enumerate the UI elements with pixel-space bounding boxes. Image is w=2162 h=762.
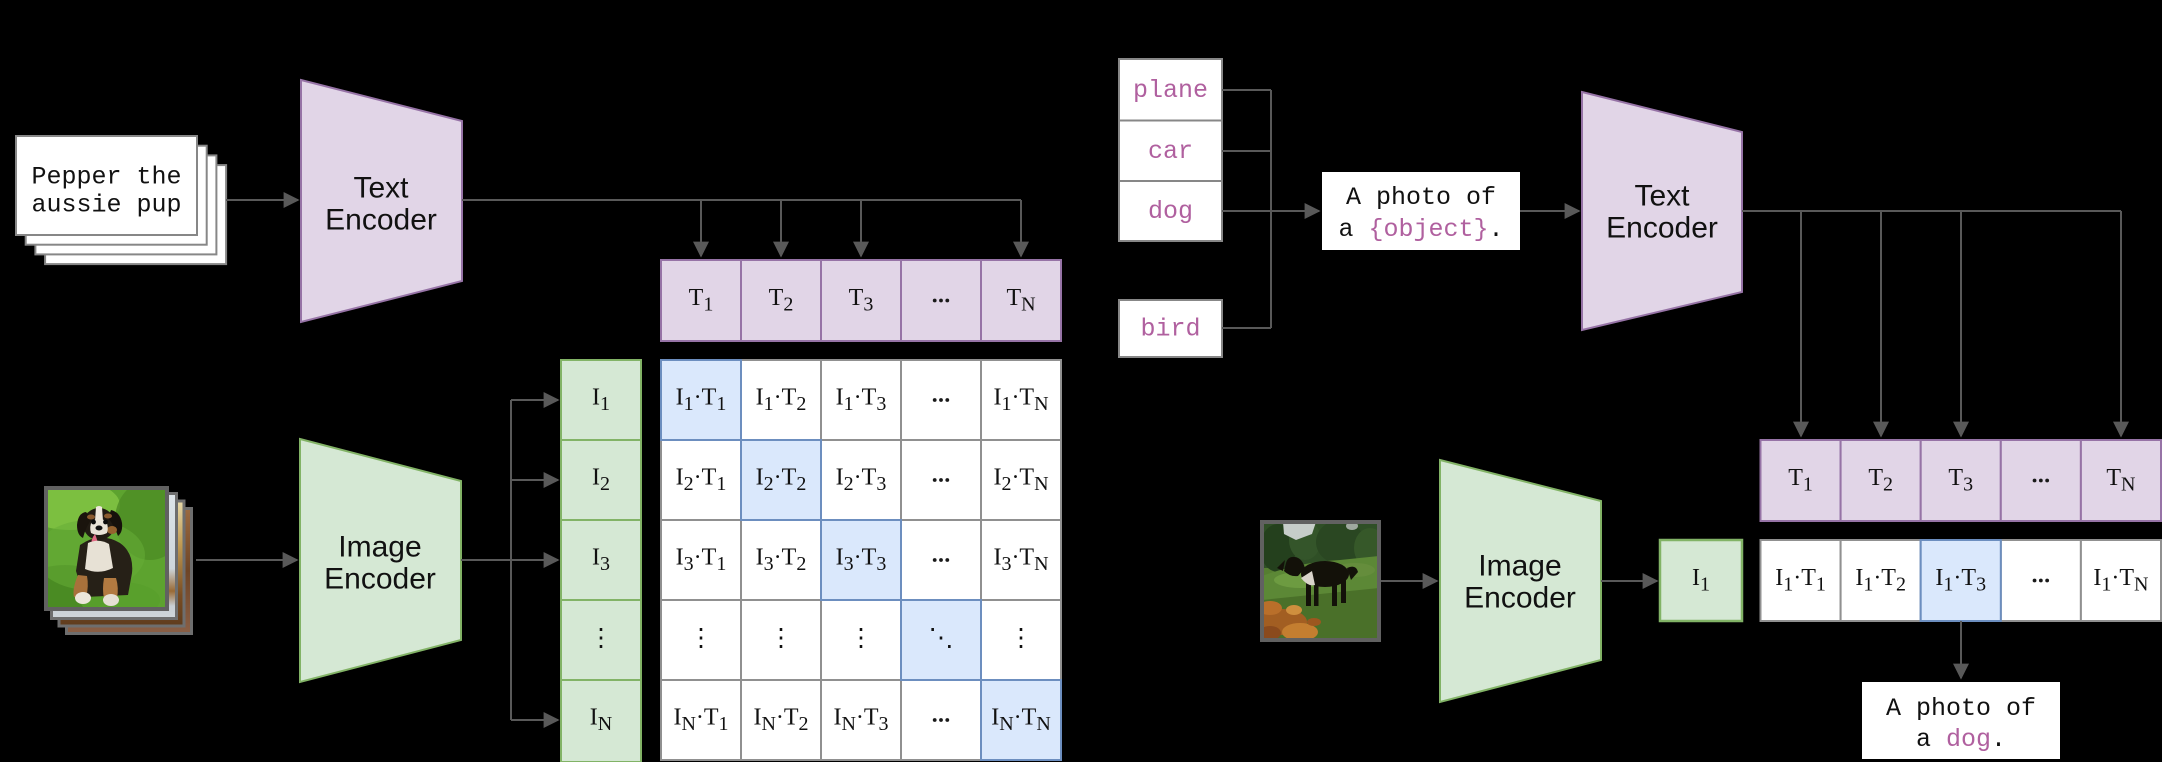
svg-text:I1: I1 [592,385,610,416]
svg-text:T1: T1 [689,285,714,316]
svg-text:⋮: ⋮ [769,624,794,651]
svg-text:I1·T3: I1·T3 [1935,565,1986,596]
svg-text:Encoder: Encoder [324,563,436,596]
svg-text:A photo of: A photo of [1346,183,1496,212]
svg-text:IN·T3: IN·T3 [833,705,888,736]
svg-text:bird: bird [1140,314,1200,343]
svg-text:T3: T3 [1948,465,1973,496]
svg-text:I3·TN: I3·TN [993,545,1048,576]
svg-text:IN·TN: IN·TN [991,705,1051,736]
svg-text:I3·T1: I3·T1 [676,545,727,576]
svg-text:I1·TN: I1·TN [993,385,1048,416]
svg-text:⋮: ⋮ [1009,624,1034,651]
svg-text:I1·T2: I1·T2 [756,385,807,416]
svg-text:a dog.: a dog. [1916,725,2006,754]
svg-text:Text: Text [1634,180,1690,213]
svg-text:⋱: ⋱ [929,624,954,651]
svg-text:⋮: ⋮ [849,624,874,651]
svg-text:I3·T3: I3·T3 [836,545,887,576]
svg-text:plane: plane [1133,76,1208,105]
svg-text:I2: I2 [592,465,610,496]
svg-text:T2: T2 [1868,465,1893,496]
svg-text:I1: I1 [1692,565,1710,596]
svg-text:IN: IN [590,705,612,736]
svg-text:T3: T3 [849,285,874,316]
svg-text:IN·T1: IN·T1 [673,705,728,736]
svg-text:I1·TN: I1·TN [2093,565,2148,596]
svg-text:I1·T1: I1·T1 [1775,565,1826,596]
svg-text:dog: dog [1148,197,1193,226]
svg-text:TN: TN [2106,465,2135,496]
svg-text:a {object}.: a {object}. [1338,215,1503,244]
svg-text:⋮: ⋮ [689,624,714,651]
svg-text:Encoder: Encoder [325,204,437,237]
svg-text:IN·T2: IN·T2 [753,705,808,736]
svg-text:Encoder: Encoder [1464,582,1576,615]
svg-text:A photo of: A photo of [1886,694,2036,723]
svg-text:I2·T2: I2·T2 [756,465,807,496]
svg-text:car: car [1148,137,1193,166]
svg-text:T1: T1 [1788,465,1813,496]
svg-text:Pepper the: Pepper the [31,162,181,191]
svg-text:⋮: ⋮ [589,624,614,651]
svg-text:T2: T2 [769,285,794,316]
svg-text:I3: I3 [592,545,610,576]
svg-text:I1·T3: I1·T3 [836,385,887,416]
svg-text:Encoder: Encoder [1606,212,1718,245]
svg-text:Text: Text [353,172,409,205]
svg-text:TN: TN [1006,285,1035,316]
svg-text:I2·T1: I2·T1 [676,465,727,496]
svg-text:I2·TN: I2·TN [993,465,1048,496]
svg-text:I1·T1: I1·T1 [676,385,727,416]
svg-text:Image: Image [338,531,421,564]
svg-text:I1·T2: I1·T2 [1855,565,1906,596]
svg-text:aussie pup: aussie pup [31,190,181,219]
svg-text:Image: Image [1478,550,1561,583]
svg-text:I2·T3: I2·T3 [836,465,887,496]
svg-text:I3·T2: I3·T2 [756,545,807,576]
